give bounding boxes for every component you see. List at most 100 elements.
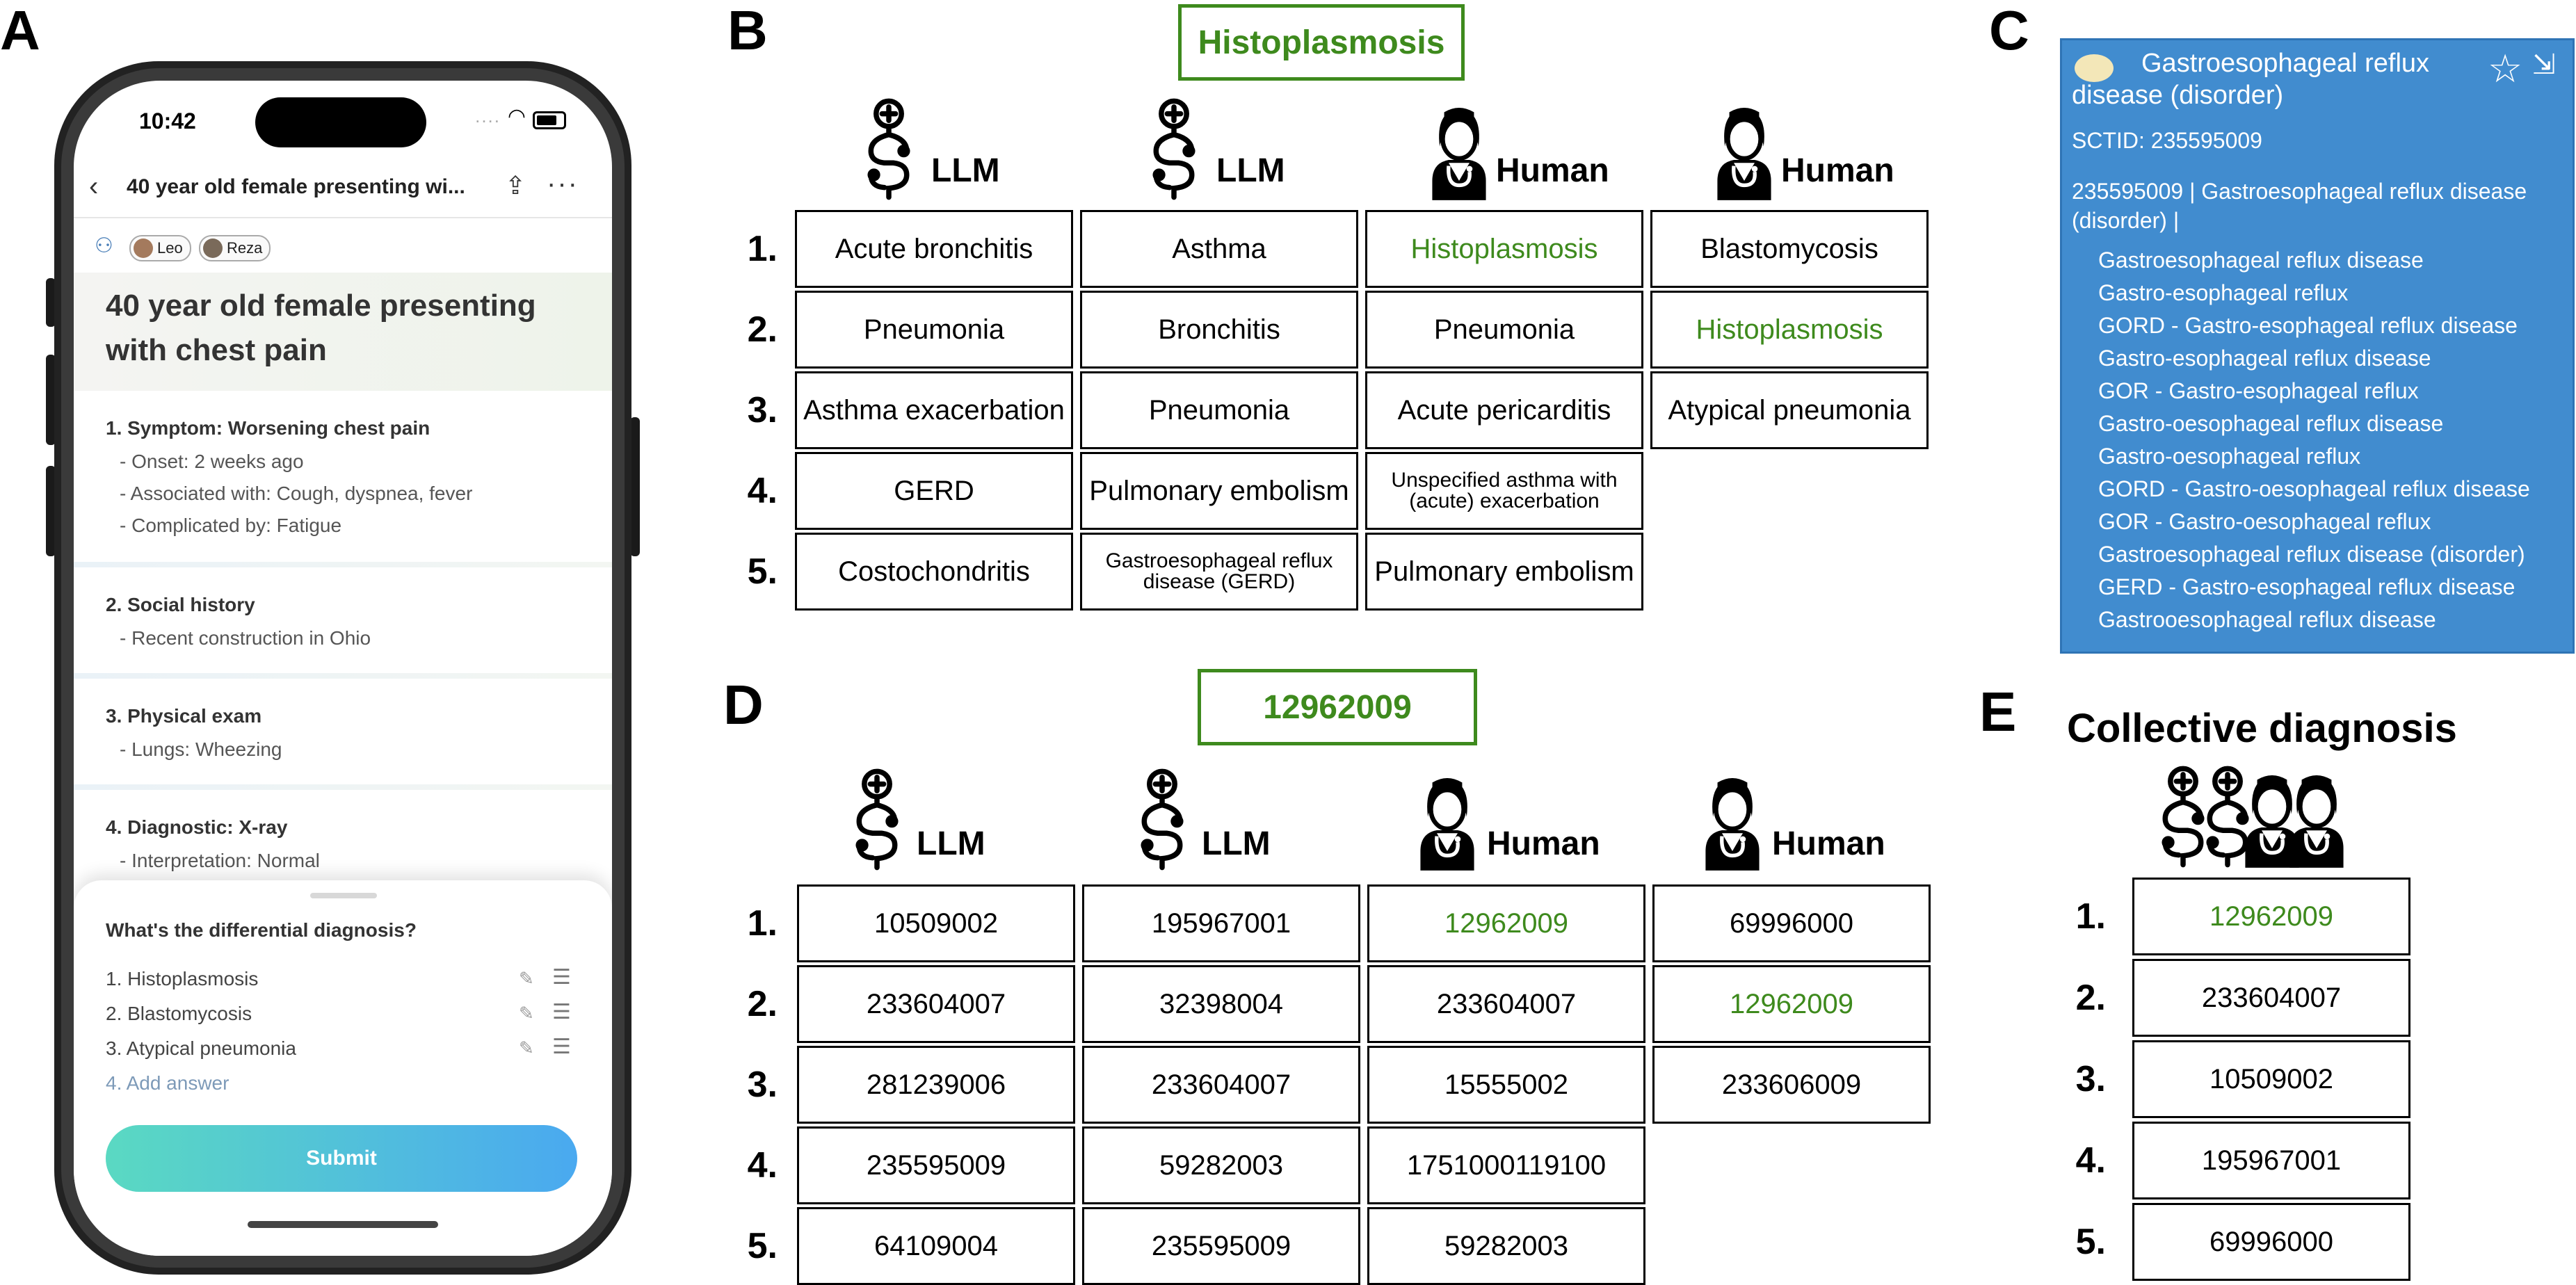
section-title: 3. Physical exam: [106, 705, 262, 727]
robot-doctor-icon: [2175, 765, 2280, 873]
diagnosis-cell: Asthma: [1080, 210, 1358, 288]
answer-item[interactable]: 1. Histoplasmosis: [106, 968, 259, 989]
diagnosis-cell: 69996000: [1652, 884, 1931, 962]
add-answer-input[interactable]: 4. Add answer: [106, 1072, 230, 1094]
synonym-item: Gastrooesophageal reflux disease: [2098, 607, 2436, 632]
panel-letter-b: B: [727, 0, 768, 61]
pencil-icon[interactable]: ✎: [519, 968, 534, 989]
diagnosis-cell: 195967001: [1082, 884, 1360, 962]
column-header: LLM: [1216, 152, 1285, 189]
participant-chip-reza[interactable]: Reza: [199, 235, 271, 261]
section-line: - Associated with: Cough, dyspnea, fever: [120, 483, 473, 504]
diagnosis-cell: Pneumonia: [1080, 371, 1358, 449]
doctor-icon: [2220, 765, 2324, 873]
concept-status-icon: [2075, 54, 2114, 82]
row-number: 3.: [747, 1065, 778, 1105]
signal-dots: ....: [475, 106, 501, 127]
diagnosis-cell: 281239006: [797, 1046, 1075, 1124]
diagnosis-cell: Blastomycosis: [1650, 210, 1929, 288]
pencil-icon[interactable]: ✎: [519, 1037, 534, 1058]
correct-answer-box: Histoplasmosis: [1178, 4, 1465, 81]
volume-up-button: [46, 355, 56, 445]
drag-handle-icon[interactable]: ☰: [552, 1035, 571, 1058]
diagnosis-cell: Gastroesophageal reflux disease (GERD): [1080, 533, 1358, 611]
row-number: 2.: [2075, 978, 2106, 1018]
row-number: 2.: [747, 984, 778, 1024]
submit-button[interactable]: Submit: [106, 1125, 577, 1192]
panel-letter-e: E: [1979, 681, 2017, 743]
synonym-item: GERD - Gastro-esophageal reflux disease: [2098, 574, 2515, 599]
doctor-icon: [2264, 765, 2369, 873]
doctor-icon: [1680, 768, 1785, 875]
battery-icon: [533, 111, 566, 129]
section-line: - Lungs: Wheezing: [120, 738, 282, 760]
diagnosis-cell: Histoplasmosis: [1365, 210, 1643, 288]
diagnosis-cell: Asthma exacerbation: [795, 371, 1073, 449]
more-button[interactable]: ···: [547, 168, 579, 199]
answer-item[interactable]: 3. Atypical pneumonia: [106, 1037, 296, 1059]
phone-screen: 10:42 .... ◠ ‹ 40 year old female presen…: [74, 81, 612, 1256]
diagnosis-cell: 233604007: [1082, 1046, 1360, 1124]
diagnosis-cell: 235595009: [797, 1126, 1075, 1204]
diagnosis-cell: Bronchitis: [1080, 291, 1358, 369]
avatar: [203, 239, 223, 258]
diagnosis-cell: 10509002: [797, 884, 1075, 962]
row-number: 5.: [747, 551, 778, 592]
diagnosis-cell: Pulmonary embolism: [1365, 533, 1643, 611]
synonym-item: Gastro-oesophageal reflux disease: [2098, 411, 2444, 436]
sheet-handle[interactable]: [310, 893, 377, 898]
export-icon[interactable]: ⇲: [2532, 49, 2556, 80]
collective-diagnosis-cell: 69996000: [2132, 1203, 2410, 1281]
row-number: 1.: [2075, 896, 2106, 937]
pencil-icon[interactable]: ✎: [519, 1003, 534, 1024]
doctor-icon: [1395, 768, 1499, 875]
robot-doctor-icon: [1110, 768, 1214, 875]
diagnosis-cell: Atypical pneumonia: [1650, 371, 1929, 449]
synonym-item: GORD - Gastro-oesophageal reflux disease: [2098, 476, 2530, 501]
diagnosis-cell: Pulmonary embolism: [1080, 452, 1358, 530]
diagnosis-cell: 12962009: [1367, 884, 1645, 962]
row-number: 4.: [747, 471, 778, 511]
concept-title: Gastroesophageal reflux disease (disorde…: [2072, 49, 2430, 110]
diagnosis-cell: 233606009: [1652, 1046, 1931, 1124]
section-divider: [74, 562, 612, 567]
star-icon[interactable]: ☆: [2488, 47, 2523, 90]
diagnosis-cell: 233604007: [1367, 965, 1645, 1043]
column-header: Human: [1496, 152, 1609, 189]
section-line: - Complicated by: Fatigue: [120, 515, 342, 536]
share-icon[interactable]: ⇪: [505, 171, 526, 200]
nav-title: 40 year old female presenting wi...: [127, 175, 465, 198]
robot-doctor-icon: [837, 97, 941, 205]
answer-sheet: [74, 880, 612, 1256]
nav-bar: ‹ 40 year old female presenting wi... ⇪ …: [74, 164, 612, 213]
diagnosis-cell: GERD: [795, 452, 1073, 530]
status-time: 10:42: [139, 108, 196, 134]
participant-chip-leo[interactable]: Leo: [129, 235, 191, 261]
column-header: Human: [1781, 152, 1894, 189]
synonym-item: Gastroesophageal reflux disease: [2098, 248, 2424, 273]
drag-handle-icon[interactable]: ☰: [552, 966, 571, 989]
column-header: LLM: [931, 152, 1000, 189]
back-icon[interactable]: ‹: [89, 171, 99, 202]
concept-fsn: 235595009 | Gastroesophageal reflux dise…: [2072, 179, 2527, 233]
case-header: [74, 273, 612, 391]
row-number: 5.: [2075, 1222, 2106, 1262]
concept-sctid: SCTID: 235595009: [2072, 128, 2262, 153]
diagnosis-cell: 1751000119100: [1367, 1126, 1645, 1204]
drag-handle-icon[interactable]: ☰: [552, 1001, 571, 1024]
column-header: LLM: [1202, 825, 1271, 862]
section-title: 1. Symptom: Worsening chest pain: [106, 417, 430, 439]
answer-item[interactable]: 2. Blastomycosis: [106, 1003, 252, 1024]
people-icon: ⚇: [95, 234, 113, 257]
section-line: - Onset: 2 weeks ago: [120, 451, 304, 472]
row-number: 4.: [747, 1145, 778, 1186]
robot-doctor-icon: [825, 768, 929, 875]
diagnosis-cell: Histoplasmosis: [1650, 291, 1929, 369]
wifi-icon: ◠: [507, 105, 527, 128]
section-title: 2. Social history: [106, 594, 255, 615]
robot-doctor-icon: [1122, 97, 1226, 205]
dynamic-island: [255, 97, 426, 147]
synonym-item: GOR - Gastro-oesophageal reflux: [2098, 509, 2431, 534]
avatar: [134, 239, 153, 258]
participant-name: Leo: [157, 239, 183, 257]
